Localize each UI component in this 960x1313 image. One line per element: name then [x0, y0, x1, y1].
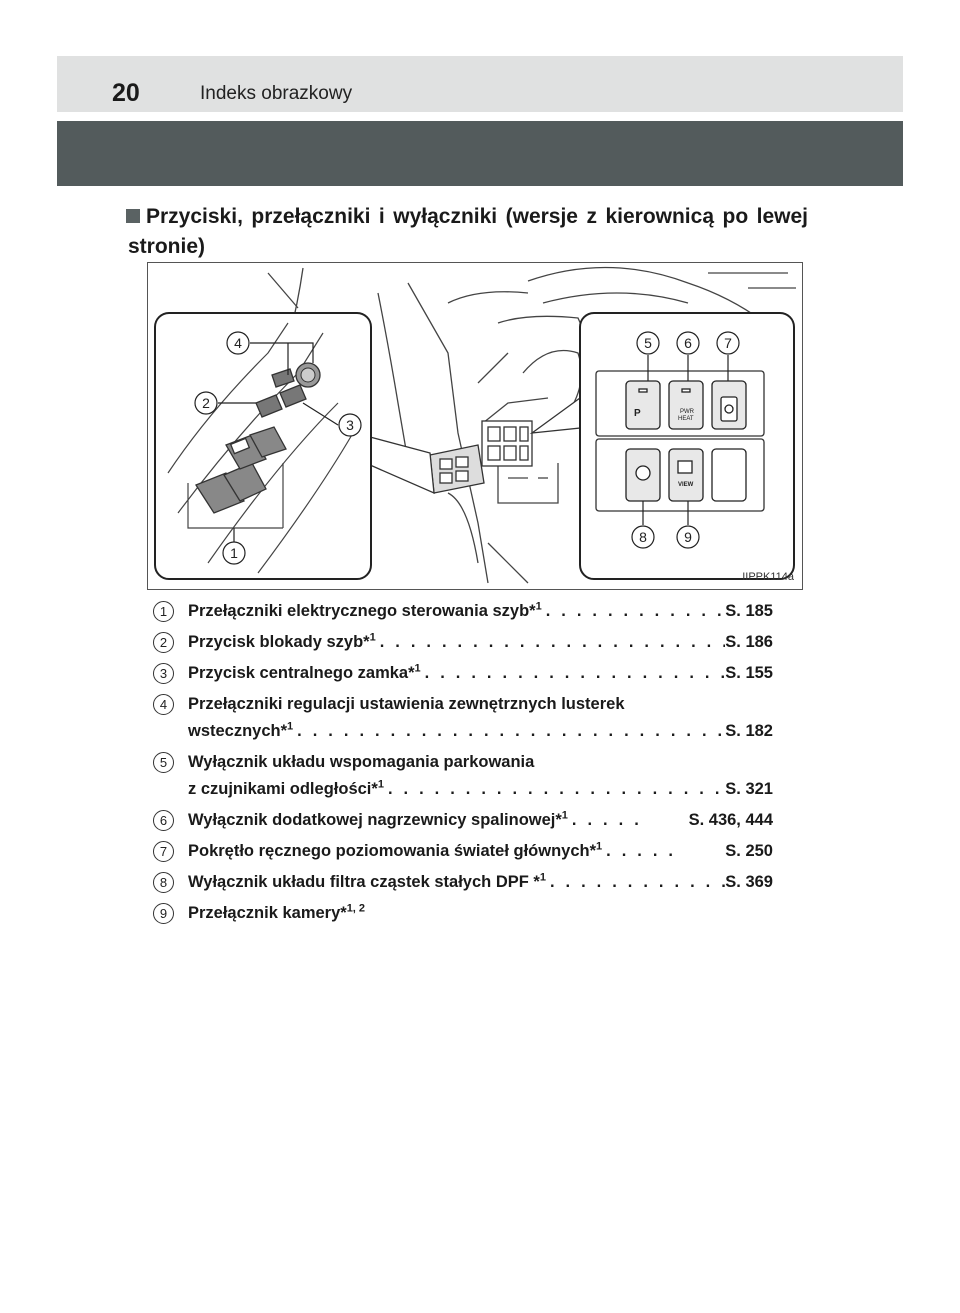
- footnote-ref: 1, 2: [347, 903, 365, 915]
- item-number: 9: [153, 903, 174, 924]
- page-reference[interactable]: S. 182: [725, 718, 773, 745]
- leader-dots: . . . . . . . . . . . . . . . . .: [546, 869, 725, 896]
- svg-text:P: P: [634, 408, 641, 419]
- leader-dots: . . . . . . . . . . . . . . . . . . . . …: [384, 776, 725, 803]
- svg-text:8: 8: [639, 529, 647, 545]
- item-number: 6: [153, 810, 174, 831]
- page-reference[interactable]: S. 321: [725, 776, 773, 803]
- legend-item: 3 Przycisk centralnego zamka*1. . . . . .…: [153, 660, 773, 687]
- leader-dots: . . . . . . . . . . . . . . . . . . . . …: [293, 718, 725, 745]
- item-label: Przełączniki elektrycznego sterowania sz…: [188, 598, 542, 625]
- leader-dots: . . . . .: [602, 838, 725, 865]
- svg-text:2: 2: [202, 395, 210, 411]
- svg-text:6: 6: [684, 335, 692, 351]
- item-number: 4: [153, 694, 174, 715]
- legend-item: 7 Pokrętło ręcznego poziomowania świateł …: [153, 838, 773, 865]
- header-bar: [57, 56, 903, 112]
- legend-item: 2 Przycisk blokady szyb*1. . . . . . . . …: [153, 629, 773, 656]
- page-reference[interactable]: S. 369: [725, 869, 773, 896]
- svg-text:HEAT: HEAT: [678, 416, 694, 422]
- svg-text:7: 7: [724, 335, 732, 351]
- item-number: 7: [153, 841, 174, 862]
- legend-item: 5 Wyłącznik układu wspomagania parkowania…: [153, 749, 773, 803]
- legend-item: 8 Wyłącznik układu filtra cząstek stałych…: [153, 869, 773, 896]
- item-number: 8: [153, 872, 174, 893]
- item-number: 2: [153, 632, 174, 653]
- svg-text:3: 3: [346, 417, 354, 433]
- item-label: Przełączniki regulacji ustawienia zewnęt…: [188, 691, 773, 718]
- page-reference[interactable]: S. 185: [725, 598, 773, 625]
- svg-text:1: 1: [230, 545, 238, 561]
- svg-text:5: 5: [644, 335, 652, 351]
- page-reference[interactable]: S. 436, 444: [689, 807, 773, 834]
- item-label: Przycisk blokady szyb*1: [188, 629, 376, 656]
- leader-dots: . . . . . . . . . . . . . . . . . . . . …: [376, 629, 726, 656]
- figure-code: IIPPK114a: [742, 571, 794, 583]
- leader-dots: . . . . .: [568, 807, 689, 834]
- item-label: z czujnikami odległości*1: [188, 776, 384, 803]
- legend-list: 1 Przełączniki elektrycznego sterowania s…: [153, 598, 773, 931]
- item-number: 1: [153, 601, 174, 622]
- svg-text:4: 4: [234, 335, 242, 351]
- page-reference[interactable]: S. 186: [725, 629, 773, 656]
- legend-item: 9 Przełącznik kamery*1, 2: [153, 900, 773, 927]
- dashboard-illustration: P PWR HEAT VIEW: [148, 263, 802, 589]
- item-label: Wyłącznik dodatkowej nagrzewnicy spalino…: [188, 807, 568, 834]
- svg-text:VIEW: VIEW: [678, 482, 694, 488]
- page-number: 20: [112, 78, 140, 108]
- legend-item: 4 Przełączniki regulacji ustawienia zewnę…: [153, 691, 773, 745]
- svg-text:9: 9: [684, 529, 692, 545]
- page-reference[interactable]: S. 250: [725, 838, 773, 865]
- header-band: [57, 121, 903, 186]
- section-title: Przyciski, przełączniki i wyłączniki (we…: [128, 202, 808, 262]
- header-title: Indeks obrazkowy: [200, 82, 352, 106]
- item-label: Przycisk centralnego zamka*1: [188, 660, 421, 687]
- item-label: Wyłącznik układu filtra cząstek stałych …: [188, 869, 546, 896]
- illustration: P PWR HEAT VIEW: [147, 262, 803, 590]
- item-number: 5: [153, 752, 174, 773]
- item-label: wstecznych*1: [188, 718, 293, 745]
- item-number: 3: [153, 663, 174, 684]
- legend-item: 1 Przełączniki elektrycznego sterowania s…: [153, 598, 773, 625]
- legend-item: 6 Wyłącznik dodatkowej nagrzewnicy spalin…: [153, 807, 773, 834]
- item-label: Pokrętło ręcznego poziomowania świateł g…: [188, 838, 602, 865]
- item-label: Przełącznik kamery*1, 2: [188, 900, 365, 927]
- item-label: Wyłącznik układu wspomagania parkowania: [188, 749, 773, 776]
- svg-text:PWR: PWR: [680, 409, 695, 415]
- page-reference[interactable]: S. 155: [725, 660, 773, 687]
- leader-dots: . . . . . . . . . . . . . . . . . . .: [542, 598, 726, 625]
- leader-dots: . . . . . . . . . . . . . . . . . . . . …: [421, 660, 726, 687]
